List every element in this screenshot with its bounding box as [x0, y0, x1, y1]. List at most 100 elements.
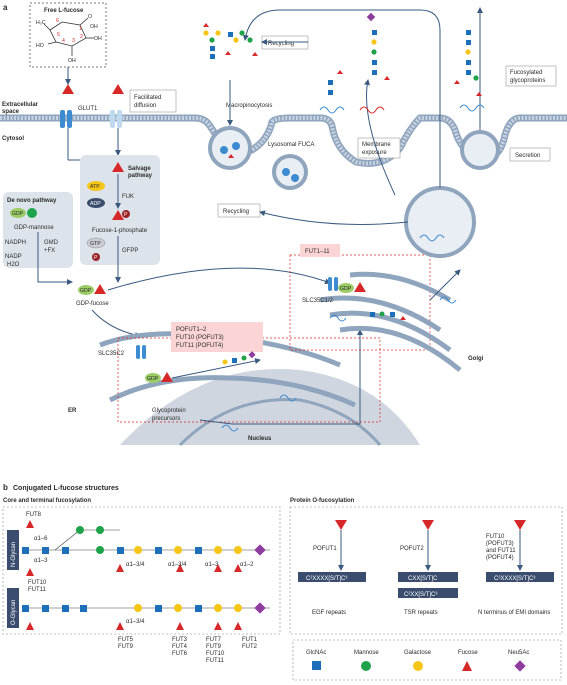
h2o-label: H2O	[7, 262, 20, 268]
ring-num-5: 5	[57, 32, 60, 38]
pofut-item-1: POFUT1–2	[176, 327, 207, 333]
gtp-badge	[86, 237, 106, 249]
arrow-to-er	[91, 309, 141, 338]
fucose-triangle-gdp	[94, 284, 106, 294]
a134-label-3: α1–3/4	[126, 619, 145, 625]
nglycan-tag	[7, 530, 19, 570]
ring-num-2: 2	[80, 34, 83, 40]
membrane-exposure-box	[357, 137, 401, 159]
fuk-label: FUK	[122, 194, 134, 200]
legend-neu5ac-label: Neu5Ac	[508, 650, 529, 656]
secretory-vesicle	[404, 186, 476, 258]
fut-col3-4: FUT11	[206, 658, 225, 664]
fucose-triangle-extracellular-2	[112, 84, 124, 94]
gdp-label-denovo: GDP	[12, 211, 24, 217]
gdp-label-golgi: GDP	[340, 286, 352, 292]
seq-tsr-2: C²XX[S/T]C³	[404, 592, 437, 598]
precursor-label-2: precursors	[152, 416, 180, 422]
a16-label: α1–6	[34, 536, 48, 542]
membrane-exposure-label-2: exposure	[362, 150, 387, 156]
fut10-label: FUT10	[28, 580, 47, 586]
diffusion-box	[129, 89, 177, 113]
fut-col1-2: FUT9	[118, 644, 134, 650]
core-title: Core and terminal fucosylation	[3, 498, 91, 504]
arrow-recycle-loop	[242, 9, 441, 188]
fut-col1-1: FUT5	[118, 637, 134, 643]
fut10-pofut3-4: (POFUT4)	[486, 555, 514, 561]
a134-label-2: α1–3/4	[168, 562, 187, 568]
recycling-label-top: Recycling	[268, 41, 294, 47]
fut-col2-2: FUT4	[172, 644, 188, 650]
gdp-badge-er	[145, 373, 161, 383]
a134-label-1: α1–3/4	[126, 562, 145, 568]
seq-emi: C²XXXX[S/T]C³	[494, 576, 535, 582]
gdp-fucose-label: GDP-fucose	[76, 301, 109, 307]
ring-num-3: 3	[72, 38, 75, 44]
fut8-label: FUT8	[26, 512, 42, 518]
slc35c2-transporter-2	[142, 345, 146, 359]
fucose-triangle-icon	[462, 661, 472, 671]
emi-label: N terminus of EMI domains	[478, 610, 550, 616]
fucose1p-label: Fucose-1-phosphate	[92, 228, 148, 234]
fx-label: +FX	[44, 248, 55, 254]
macropinocytosis-label: Macropinocytosis	[226, 103, 272, 109]
precursor-label: Glycoprotein	[152, 408, 186, 414]
mannose-circle-icon	[361, 661, 371, 671]
gdp-label-fucose: GDP	[80, 288, 92, 294]
legend-mannose-label: Mannose	[354, 650, 379, 656]
macropinosome	[208, 126, 252, 170]
fucose-triangle-salvage	[112, 162, 124, 172]
pofut-box	[171, 322, 263, 352]
salvage-label-2: pathway	[128, 173, 153, 179]
seq-egf: C²XXXX[S/T]C³	[306, 576, 347, 582]
golgi-label: Golgi	[468, 356, 484, 362]
gdp-mannose-label: GDP-mannose	[14, 225, 54, 231]
gfpp-label: GFPP	[122, 248, 138, 254]
galactose-circle-icon	[413, 661, 423, 671]
fucosylated-box	[505, 65, 557, 87]
oh-label-3: OH	[90, 24, 98, 30]
cytosol-label: Cytosol	[2, 136, 24, 142]
legend-galactose-label: Galactose	[404, 650, 432, 656]
a13-label: α1–3	[34, 558, 48, 564]
pofut-item-2: FUT10 (POFUT3)	[176, 335, 224, 341]
er-membrane-2	[108, 375, 357, 408]
legend-galactose: Galactose	[404, 650, 432, 671]
a13-label-2: α1–3	[205, 562, 219, 568]
legend-glcnac: GlcNAc	[306, 650, 326, 670]
h3c-label: H₃C	[36, 20, 46, 26]
fucose-triangle-pofut2	[422, 520, 434, 530]
diffusion-channel	[110, 110, 115, 128]
legend-fucose-label: Fucose	[458, 650, 478, 656]
arrow-denovo	[37, 232, 73, 285]
secretion-vesicle	[460, 130, 500, 170]
oglycan-label: O-Glycan	[11, 600, 17, 625]
protein-title: Protein O-fucosylation	[290, 498, 355, 504]
fut-col3-1: FUT7	[206, 637, 222, 643]
free-fucose-label: Free L-fucose	[44, 8, 84, 14]
slc35c12-label: SLC35C1/2	[302, 298, 334, 304]
oglycan-tag	[7, 588, 19, 628]
denovo-label: De novo pathway	[7, 198, 57, 204]
arrow-er-to-golgi	[232, 329, 363, 425]
extracellular-label: Extracellular	[2, 102, 39, 108]
seq-tsr-bar-2	[398, 588, 458, 598]
lysosomal-fuca-label: Lysosomal FUCA	[268, 142, 314, 148]
diffusion-channel-2	[117, 110, 122, 128]
surface-glycans	[203, 12, 482, 96]
pofut-item-3: FUT11 (POFUT4)	[176, 343, 223, 349]
gmd-label: GMD	[44, 240, 59, 246]
fut-col2-3: FUT6	[172, 651, 188, 657]
neu5ac-diamond-icon	[514, 660, 526, 672]
glut1-transporter	[60, 110, 65, 128]
mannose-circle	[27, 208, 37, 218]
slc35c2-transporter	[136, 345, 140, 359]
nadp-label: NADP	[5, 254, 22, 260]
gdp-badge-golgi	[338, 283, 354, 293]
seq-emi-bar	[486, 572, 554, 582]
slc35c2-label: SLC35C2	[98, 351, 125, 357]
adp-label: ADP	[90, 201, 101, 207]
arrow-membrane-exposure	[364, 79, 396, 196]
recycling-label-mid: Recycling	[223, 209, 249, 215]
